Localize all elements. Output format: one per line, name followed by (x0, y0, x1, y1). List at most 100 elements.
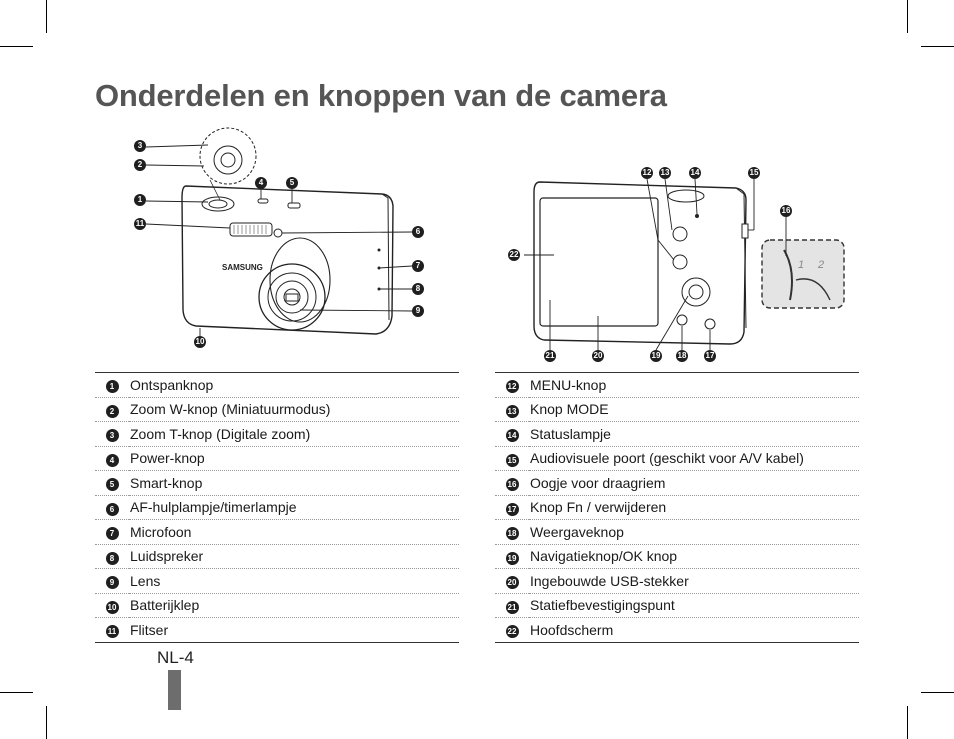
table-row: 21 Statiefbevestigingspunt (495, 593, 859, 618)
camera-front-illustration: SAMSUNG (145, 127, 413, 336)
callout-10: 10 (194, 336, 206, 348)
row-label: Knop Fn / verwijderen (529, 495, 859, 520)
callout-15: 15 (748, 167, 760, 179)
row-label: Navigatieknop/OK knop (529, 544, 859, 569)
callout-7: 7 (412, 260, 424, 272)
crop-mark (907, 706, 908, 739)
row-number: 12 (505, 380, 519, 394)
row-number: 5 (105, 478, 119, 492)
crop-mark (0, 46, 33, 47)
section-tab-marker (168, 670, 181, 710)
table-row: 2 Zoom W-knop (Miniatuurmodus) (95, 397, 459, 422)
table-row: 12 MENU-knop (495, 372, 859, 398)
callout-11: 11 (134, 218, 146, 230)
row-number: 20 (505, 576, 519, 590)
row-label: Zoom W-knop (Miniatuurmodus) (129, 397, 459, 422)
strap-step-2: 2 (817, 259, 824, 271)
row-label: Batterijklep (129, 593, 459, 618)
row-number: 18 (505, 527, 519, 541)
table-row: 1 Ontspanknop (95, 372, 459, 398)
row-number: 17 (505, 502, 519, 516)
row-number: 21 (505, 600, 519, 614)
table-row: 17 Knop Fn / verwijderen (495, 495, 859, 520)
row-label: Microfoon (129, 519, 459, 545)
callout-1: 1 (134, 194, 146, 206)
row-number: 11 (105, 625, 119, 639)
camera-back-illustration: 1 2 (524, 178, 845, 351)
callout-19: 19 (650, 350, 662, 362)
callout-20: 20 (592, 350, 604, 362)
row-label: Knop MODE (529, 397, 859, 422)
camera-front-figure: SAMSUNG 3 2 1 11 4 5 6 7 8 9 10 (120, 120, 440, 360)
brand-text: SAMSUNG (222, 263, 263, 272)
table-row: 14 Statuslampje (495, 421, 859, 447)
row-number: 3 (105, 429, 119, 443)
table-row: 9 Lens (95, 568, 459, 594)
callout-3: 3 (134, 140, 146, 152)
row-label: Audiovisuele poort (geschikt voor A/V ka… (529, 446, 859, 471)
row-number: 1 (105, 380, 119, 394)
page-number: NL-4 (157, 648, 194, 667)
table-row: 20 Ingebouwde USB-stekker (495, 568, 859, 594)
callout-4: 4 (255, 177, 267, 189)
row-number: 14 (505, 429, 519, 443)
row-label: Lens (129, 568, 459, 594)
camera-back-figure: 1 2 12 13 14 15 16 22 21 20 19 18 17 (500, 160, 850, 370)
row-label: Power-knop (129, 446, 459, 471)
row-label: MENU-knop (529, 372, 859, 398)
row-label: Smart-knop (129, 470, 459, 496)
row-label: Ontspanknop (129, 372, 459, 398)
crop-mark (46, 0, 47, 33)
callout-18: 18 (676, 350, 688, 362)
row-label: Statuslampje (529, 421, 859, 447)
table-row: 19 Navigatieknop/OK knop (495, 544, 859, 569)
callout-9: 9 (412, 305, 424, 317)
callout-13: 13 (659, 167, 671, 179)
table-row: 11 Flitser (95, 617, 459, 643)
callout-16: 16 (780, 205, 792, 217)
callout-8: 8 (412, 283, 424, 295)
callout-6: 6 (412, 226, 424, 238)
crop-mark (907, 0, 908, 33)
callout-12: 12 (641, 167, 653, 179)
callout-2: 2 (134, 159, 146, 171)
crop-mark (0, 692, 33, 693)
page-title: Onderdelen en knoppen van de camera (95, 78, 667, 113)
callout-5: 5 (286, 177, 298, 189)
parts-table-right: 12 MENU-knop 13 Knop MODE 14 Statuslampje 1… (495, 372, 859, 643)
table-row: 16 Oogje voor draagriem (495, 470, 859, 496)
row-number: 4 (105, 453, 119, 467)
row-number: 16 (505, 478, 519, 492)
row-number: 7 (105, 527, 119, 541)
row-number: 13 (505, 404, 519, 418)
row-number: 6 (105, 502, 119, 516)
row-number: 8 (105, 551, 119, 565)
strap-step-1: 1 (798, 259, 804, 271)
row-number: 19 (505, 551, 519, 565)
row-label: Ingebouwde USB-stekker (529, 568, 859, 594)
row-label: Statiefbevestigingspunt (529, 593, 859, 618)
parts-table-left: 1 Ontspanknop 2 Zoom W-knop (Miniatuurmodu… (95, 372, 459, 643)
callout-22: 22 (508, 249, 520, 261)
crop-mark (921, 46, 954, 47)
callout-14: 14 (689, 167, 701, 179)
table-row: 13 Knop MODE (495, 397, 859, 422)
table-row: 4 Power-knop (95, 446, 459, 471)
table-row: 7 Microfoon (95, 519, 459, 545)
row-number: 10 (105, 600, 119, 614)
callout-21: 21 (544, 350, 556, 362)
row-number: 2 (105, 404, 119, 418)
callout-17: 17 (704, 350, 716, 362)
crop-mark (46, 706, 47, 739)
row-number: 9 (105, 576, 119, 590)
row-label: Flitser (129, 617, 459, 643)
row-label: Hoofdscherm (529, 617, 859, 643)
row-label: Oogje voor draagriem (529, 470, 859, 496)
table-row: 5 Smart-knop (95, 470, 459, 496)
table-row: 10 Batterijklep (95, 593, 459, 618)
crop-mark (921, 692, 954, 693)
